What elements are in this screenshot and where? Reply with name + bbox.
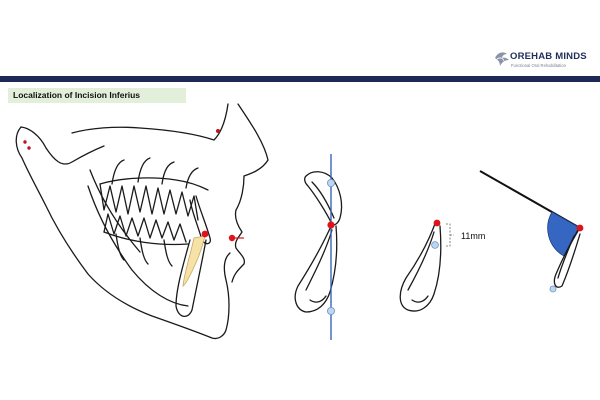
measurement-bracket <box>446 223 454 247</box>
skull-jaw-drawing <box>15 103 269 340</box>
measurement-label: 11mm <box>461 231 485 241</box>
incisal-tip-point-angle <box>576 224 584 232</box>
header-rule <box>0 76 600 82</box>
apex-point-angle <box>549 285 557 293</box>
condyle-landmark-1 <box>23 140 27 144</box>
orbit-landmark <box>216 129 220 133</box>
incision-inferius-point-measure <box>433 219 441 227</box>
brand-name: OREHAB MINDS <box>510 51 587 62</box>
incision-inferius-point <box>201 230 209 238</box>
inclined-incisor-drawing <box>553 229 581 288</box>
condyle-landmark-2 <box>27 146 31 150</box>
incisal-tip-point <box>327 221 335 229</box>
brand-logo: OREHAB MINDS Functional Oral Rehabilitat… <box>494 48 594 74</box>
lower-reference-point <box>326 306 335 315</box>
lower-incisor-highlight <box>182 235 206 287</box>
reference-point-measure <box>431 241 439 249</box>
upper-reference-point <box>326 178 335 187</box>
brand-tagline: Functional Oral Rehabilitation <box>511 63 566 68</box>
inclination-angle-sector <box>547 211 581 257</box>
dove-logo-icon <box>495 52 509 66</box>
incisor-pair-drawing <box>294 171 343 313</box>
single-incisor-drawing <box>399 220 442 312</box>
slide-title: Localization of Incision Inferius <box>8 88 186 103</box>
